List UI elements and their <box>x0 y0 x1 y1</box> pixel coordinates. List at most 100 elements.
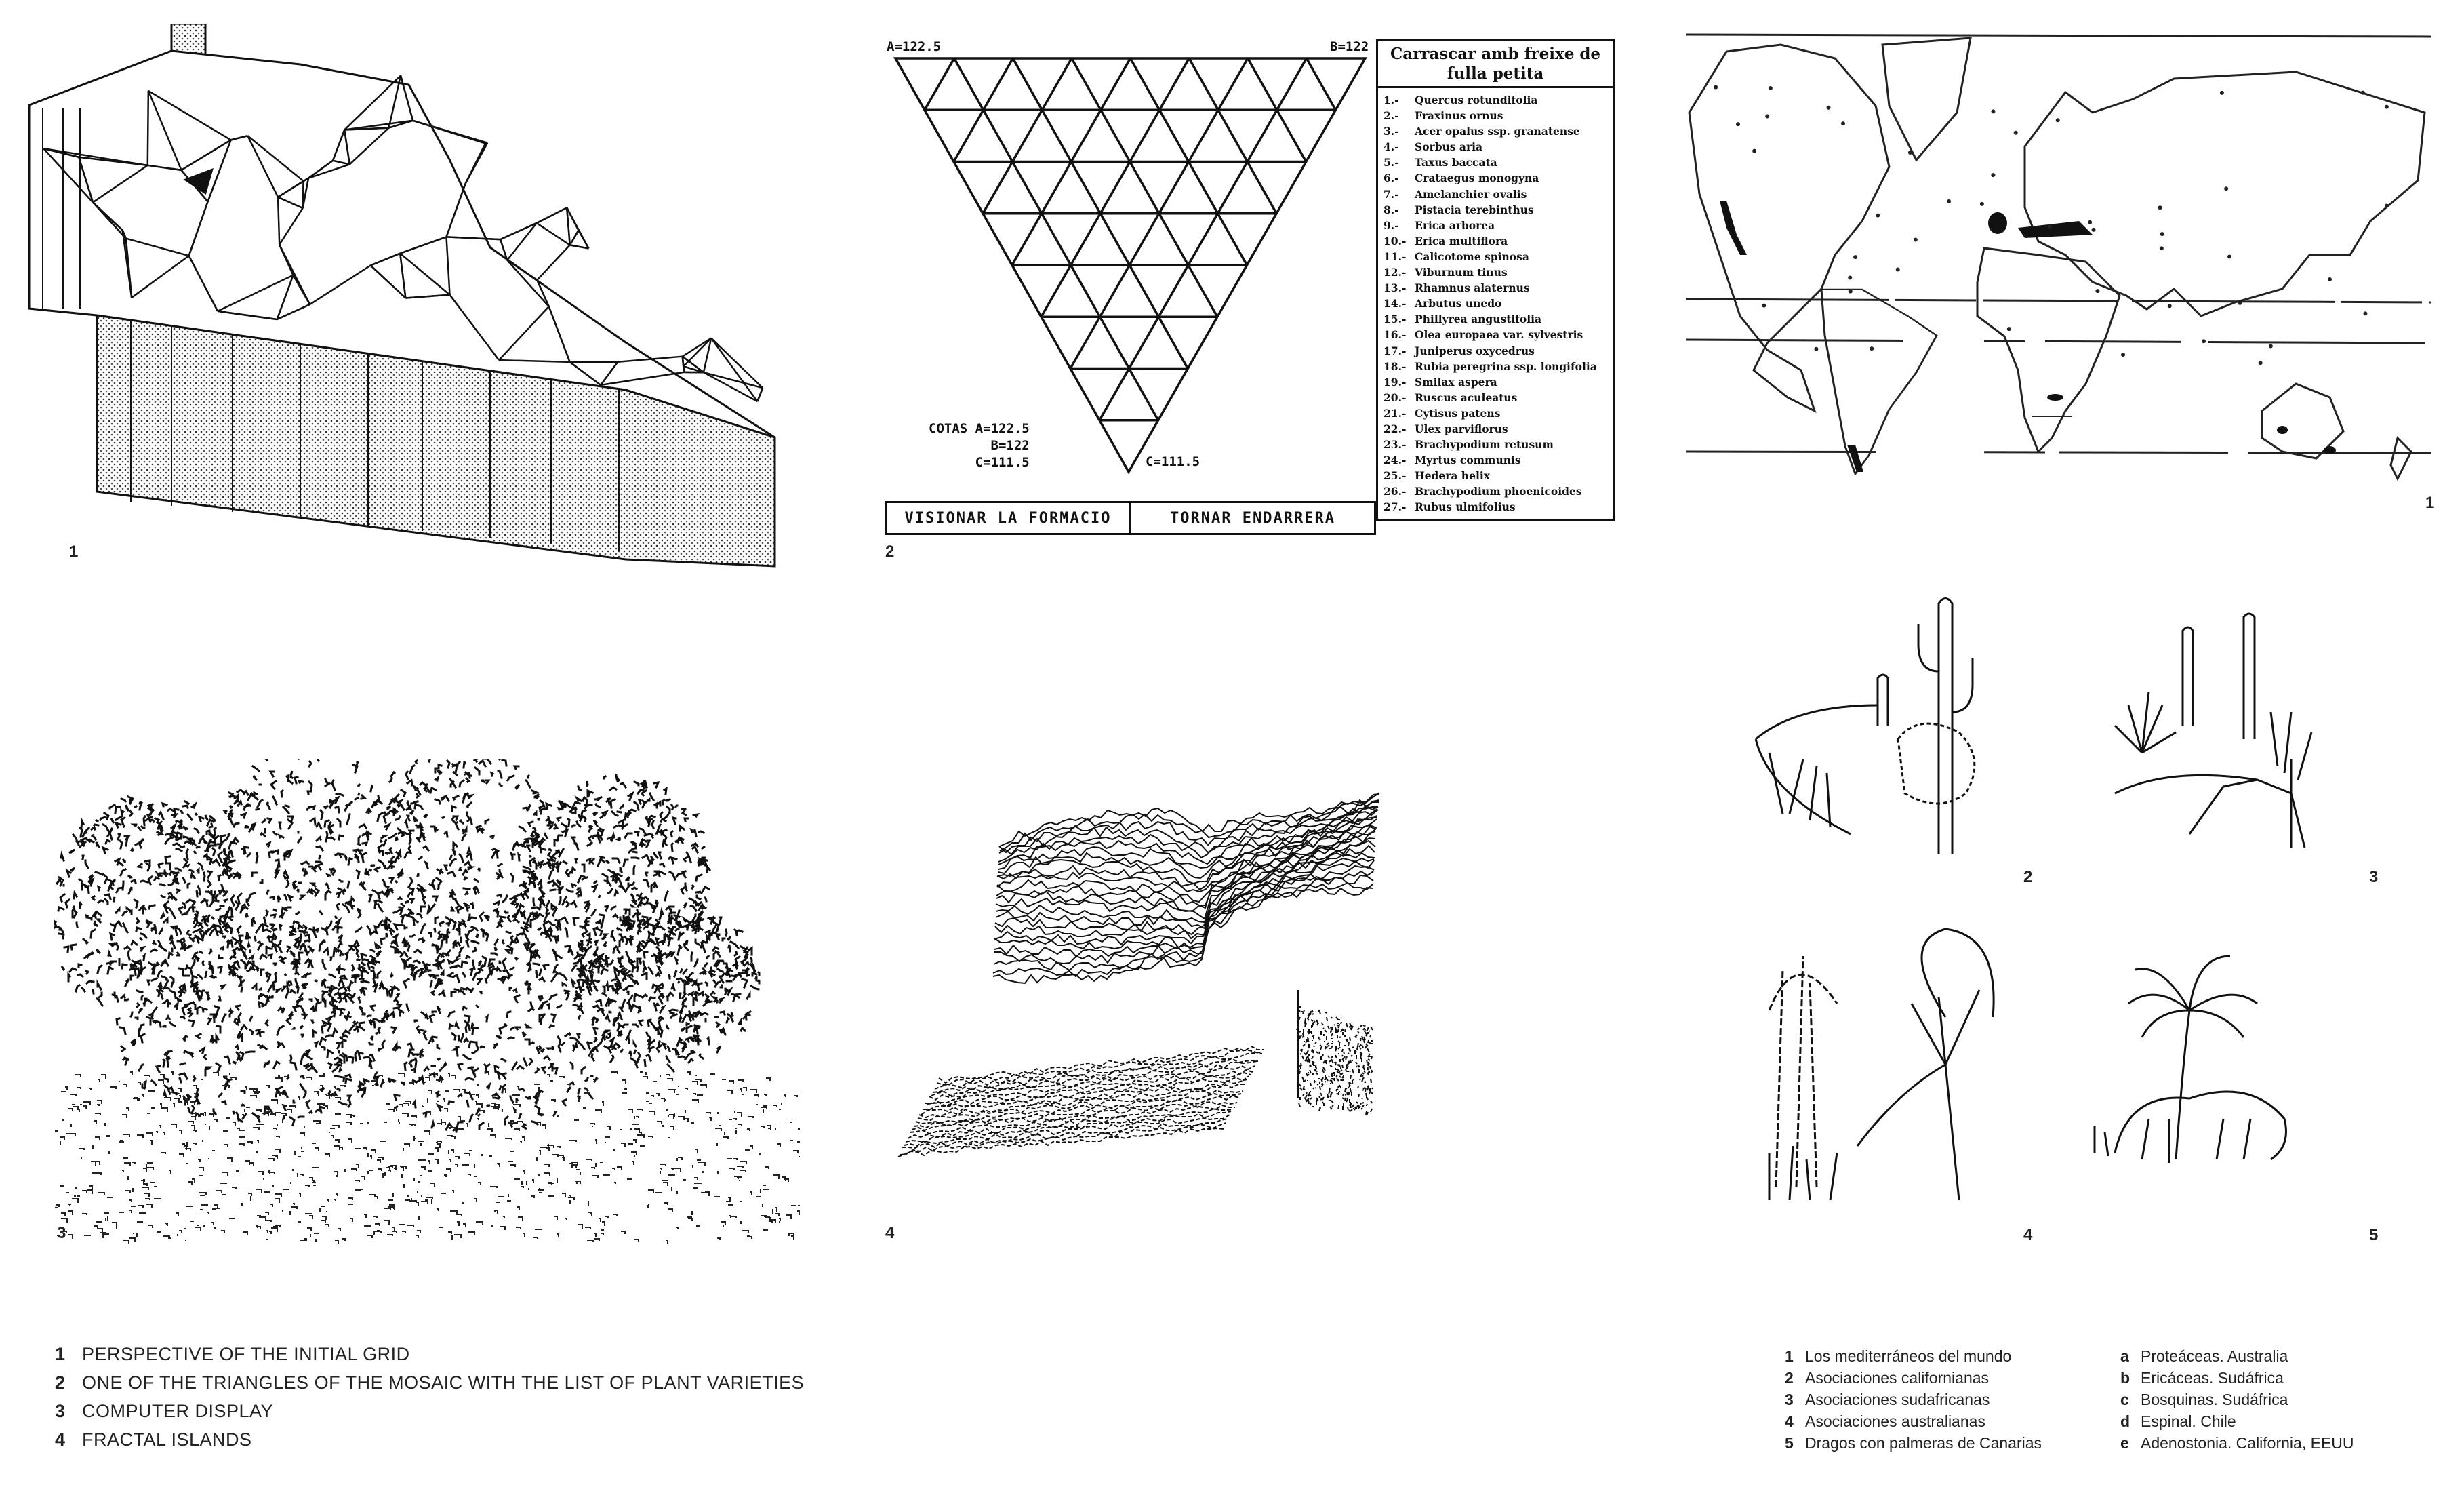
plant-list-item[interactable]: 9.-Erica arborea <box>1384 218 1610 233</box>
figure-number: 1 <box>2425 494 2435 512</box>
plant-list-item[interactable]: 7.-Amelanchier ovalis <box>1384 186 1610 202</box>
canarian-sketch <box>2093 955 2287 1163</box>
plant-name: Rhamnus alaternus <box>1415 281 1530 295</box>
caption-text: Proteáceas. Australia <box>2141 1347 2288 1365</box>
plant-list-item[interactable]: 27.-Rubus ulmifolius <box>1384 499 1610 515</box>
vegetation-sketches <box>1754 597 2313 1201</box>
plant-name: Sorbus aria <box>1415 140 1483 154</box>
plant-list-item[interactable]: 14.-Arbutus unedo <box>1384 296 1610 311</box>
triangle-mosaic <box>893 57 1368 475</box>
caption-text: Asociaciones australianas <box>1805 1412 1985 1430</box>
caption-item: 1 Los mediterráneos del mundo <box>1785 1345 2042 1367</box>
caption-item: 4 FRACTAL ISLANDS <box>55 1425 804 1454</box>
continents <box>1688 37 2426 481</box>
plant-name: Crataegus monogyna <box>1415 172 1539 185</box>
plant-name: Myrtus communis <box>1415 454 1521 467</box>
cotas-line: B=122 <box>990 438 1030 453</box>
caption-text: Los mediterráneos del mundo <box>1805 1347 2012 1365</box>
caption-text: FRACTAL ISLANDS <box>82 1429 252 1450</box>
triangle-mesh <box>43 75 764 403</box>
plant-name: Viburnum tinus <box>1415 266 1508 279</box>
caption-text: Bosquinas. Sudáfrica <box>2141 1391 2288 1408</box>
plant-list-item[interactable]: 25.-Hedera helix <box>1384 468 1610 483</box>
plant-number: 3.- <box>1384 125 1399 138</box>
plant-list-item[interactable]: 4.- Sorbus aria <box>1384 139 1610 155</box>
plant-name: Quercus rotundifolia <box>1415 94 1538 106</box>
caption-text: ONE OF THE TRIANGLES OF THE MOSAIC WITH … <box>82 1372 805 1393</box>
vertex-b-label: B=122 <box>1330 39 1369 54</box>
plant-number: 2.- <box>1384 109 1399 123</box>
plant-number: 16.- <box>1384 328 1407 342</box>
plant-list-item[interactable]: 18.-Rubia peregrina ssp. longifolia <box>1384 359 1610 374</box>
californian-sketch <box>1754 597 1976 854</box>
plant-name: Erica multiflora <box>1415 234 1508 247</box>
plant-list-item[interactable]: 1.-Quercus rotundifolia <box>1384 92 1610 108</box>
plant-list-item[interactable]: 19.- Smilax aspera <box>1384 374 1610 390</box>
plant-list-item[interactable]: 24.-Myrtus communis <box>1384 452 1610 468</box>
cotas-line: COTAS A=122.5 <box>929 421 1030 436</box>
plant-list-item[interactable]: 11.-Calicotome spinosa <box>1384 249 1610 264</box>
plant-list-panel: Carrascar amb freixe de fulla petita 1.-… <box>1376 39 1615 521</box>
plant-name: Ulex parviflorus <box>1415 422 1508 435</box>
plant-list-item[interactable]: 22.-Ulex parviflorus <box>1384 421 1610 437</box>
plant-list-item[interactable]: 2.- Fraxinus ornus <box>1384 108 1610 123</box>
caption-num: 2 <box>1785 1369 1794 1387</box>
plant-number: 12.- <box>1384 266 1407 279</box>
plant-list-item[interactable]: 23.-Brachypodium retusum <box>1384 437 1610 452</box>
plant-list-item[interactable]: 6.- Crataegus monogyna <box>1384 170 1610 186</box>
plant-list-item[interactable]: 13.- Rhamnus alaternus <box>1384 280 1610 296</box>
caption-text: COMPUTER DISPLAY <box>82 1401 274 1421</box>
caption-num: 2 <box>55 1372 66 1393</box>
caption-num: 4 <box>55 1429 66 1450</box>
caption-num: 3 <box>55 1401 66 1421</box>
caption-text: Dragos con palmeras de Canarias <box>1805 1434 2042 1452</box>
caption-item: 3 COMPUTER DISPLAY <box>55 1397 804 1425</box>
plant-number: 20.- <box>1384 391 1407 404</box>
plant-number: 6.- <box>1384 172 1399 185</box>
plant-list-item[interactable]: 8.-Pistacia terebinthus <box>1384 202 1610 218</box>
caption-num: a <box>2120 1347 2129 1365</box>
plant-number: 14.- <box>1384 297 1407 311</box>
australian-sketch <box>1768 928 1995 1201</box>
plant-list-item[interactable]: 5.-Taxus baccata <box>1384 155 1610 170</box>
plant-list-item[interactable]: 15.-Phillyrea angustifolia <box>1384 311 1610 327</box>
plant-name: Rubia peregrina ssp. longifolia <box>1415 359 1597 373</box>
plant-list-item[interactable]: 3.-Acer opalus ssp. granatense <box>1384 123 1610 139</box>
cotas-line: C=111.5 <box>975 455 1030 470</box>
plant-number: 4.- <box>1384 140 1399 154</box>
plant-number: 19.- <box>1384 375 1407 389</box>
plant-name: Brachypodium retusum <box>1415 438 1554 452</box>
plant-list-item[interactable]: 21.-Cytisus patens <box>1384 405 1610 421</box>
plant-number: 9.- <box>1384 218 1399 232</box>
plant-list-item[interactable]: 20.-Ruscus aculeatus <box>1384 390 1610 405</box>
caption-item: a Proteáceas. Australia <box>2120 1345 2354 1367</box>
plant-number: 21.- <box>1384 406 1407 420</box>
plant-list-item[interactable]: 17.-Juniperus oxycedrus <box>1384 343 1610 359</box>
go-back-button[interactable]: TORNAR ENDARRERA <box>1129 503 1374 533</box>
plant-name: Taxus baccata <box>1415 156 1497 170</box>
view-formation-button[interactable]: VISIONAR LA FORMACIO <box>904 509 1112 527</box>
caption-num: 1 <box>1785 1347 1794 1365</box>
caption-text: Ericáceas. Sudáfrica <box>2141 1369 2284 1387</box>
tree-rendering <box>54 759 800 1244</box>
plant-name: Smilax aspera <box>1415 375 1497 389</box>
plant-number: 13.- <box>1384 281 1407 295</box>
plant-name: Juniperus oxycedrus <box>1415 344 1535 357</box>
sketch-number: 2 <box>2023 868 2033 886</box>
plant-name: Brachypodium phoenicoides <box>1415 485 1582 498</box>
figure-number: 2 <box>885 542 895 561</box>
plant-list-item[interactable]: 10.-Erica multiflora <box>1384 233 1610 249</box>
plant-list-item[interactable]: 16.-Olea europaea var. sylvestris <box>1384 327 1610 342</box>
vertex-c-label: C=111.5 <box>1146 454 1200 469</box>
plant-list-item[interactable]: 12.- Viburnum tinus <box>1384 264 1610 280</box>
plant-list-item[interactable]: 26.-Brachypodium phoenicoides <box>1384 483 1610 499</box>
fractal-islands-rendering <box>897 792 1380 1157</box>
plant-name: Fraxinus ornus <box>1415 109 1503 123</box>
